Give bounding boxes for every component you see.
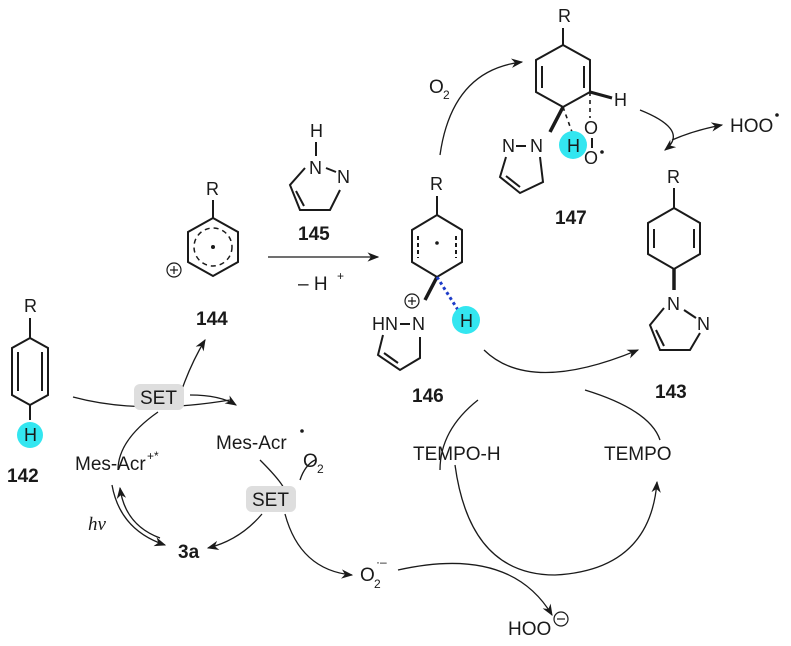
arrow-set-to-144	[179, 338, 206, 396]
highlight-h-147	[559, 131, 587, 159]
highlight-h-142	[17, 422, 43, 448]
compound-145-label: 145	[298, 224, 330, 245]
h-atom-142: H	[24, 425, 37, 445]
hv-label: hν	[88, 514, 107, 535]
r-group-label: R	[667, 167, 680, 187]
minus-h-label: – H	[298, 274, 328, 295]
n-atom-147: N	[502, 136, 515, 156]
compound-3a-label: 3a	[178, 542, 200, 563]
arrow-excitation	[111, 484, 167, 547]
minus-h-sup: +	[337, 269, 344, 283]
cycle-left-arc	[117, 411, 159, 471]
tempo-label: TEMPO	[604, 444, 672, 465]
arrow-set2-to-3a	[206, 513, 263, 550]
superoxide-sup: ·–	[376, 555, 387, 569]
highlight-h-146	[452, 306, 480, 334]
o2-mid-sub: 2	[317, 462, 324, 476]
arrow-superoxide-to-hoo	[397, 562, 553, 617]
set-label-2: SET	[252, 490, 289, 511]
r-group-label: R	[24, 296, 37, 316]
arrow-set2-to-superoxide	[284, 513, 354, 579]
o-atom-147b: O	[584, 148, 598, 168]
r-group-label: R	[206, 179, 219, 199]
tempo-h-label: TEMPO-H	[413, 444, 501, 465]
compound-142-structure: R H	[11, 296, 49, 448]
tempo-cycle-lower-arc	[454, 464, 661, 576]
set-box-2	[246, 486, 296, 512]
arrow-hoo-release	[671, 122, 724, 141]
compound-146-label: 146	[412, 386, 444, 407]
arrow-o2-addition	[439, 58, 524, 156]
compound-145-structure: H N N	[288, 121, 350, 211]
o2-top-label: O	[429, 77, 444, 98]
n-atom-145: N	[309, 158, 322, 178]
compound-144-label: 144	[196, 309, 228, 330]
h-atom-145: H	[310, 121, 323, 141]
o-atom-147: O	[584, 118, 598, 138]
o2-mid-label: O	[303, 451, 318, 472]
arrow-h-abstraction	[639, 109, 677, 151]
hn-atom-146: HN	[372, 314, 398, 334]
n-atom-145b: N	[337, 167, 350, 187]
r-group-label: R	[558, 6, 571, 26]
tempo-cycle-top-right	[584, 389, 661, 441]
n-atom-147b: N	[530, 136, 543, 156]
superoxide-label: O	[360, 565, 375, 586]
h-atom-147: H	[614, 90, 627, 110]
r-group-label: R	[430, 174, 443, 194]
arrow-146-to-143	[483, 349, 640, 374]
compound-143-structure: R N N	[647, 167, 710, 351]
o2-top-sub: 2	[443, 88, 450, 102]
mes-acr-excited-sup: +*	[147, 449, 159, 463]
compound-147-structure: R H O O H N N	[498, 6, 627, 195]
compound-143-label: 143	[655, 382, 687, 403]
superoxide-sub: 2	[374, 577, 381, 591]
set-box-1	[134, 384, 184, 410]
compound-142-label: 142	[7, 466, 39, 487]
arrow-set-to-mesacr	[189, 394, 237, 406]
hoo-radical-label: HOO	[730, 116, 773, 137]
tempo-cycle-top-left	[439, 399, 479, 471]
set-label-1: SET	[140, 388, 177, 409]
arrow-relaxation	[116, 486, 161, 539]
mes-acr-excited-label: Mes-Acr	[75, 454, 146, 475]
h-atom-146: H	[460, 311, 473, 331]
h-atom-147b: H	[567, 136, 580, 156]
hoo-anion-label: HOO	[508, 619, 551, 640]
mes-acr-radical-label: Mes-Acr	[216, 433, 287, 454]
n-atom-146: N	[412, 314, 425, 334]
compound-147-label: 147	[555, 208, 587, 229]
arrow-o2-in	[299, 459, 316, 481]
compound-144-structure: R	[166, 179, 239, 278]
compound-146-structure: R H HN N	[372, 174, 480, 372]
n-atom-143b: N	[697, 314, 710, 334]
n-atom-143: N	[667, 294, 680, 314]
